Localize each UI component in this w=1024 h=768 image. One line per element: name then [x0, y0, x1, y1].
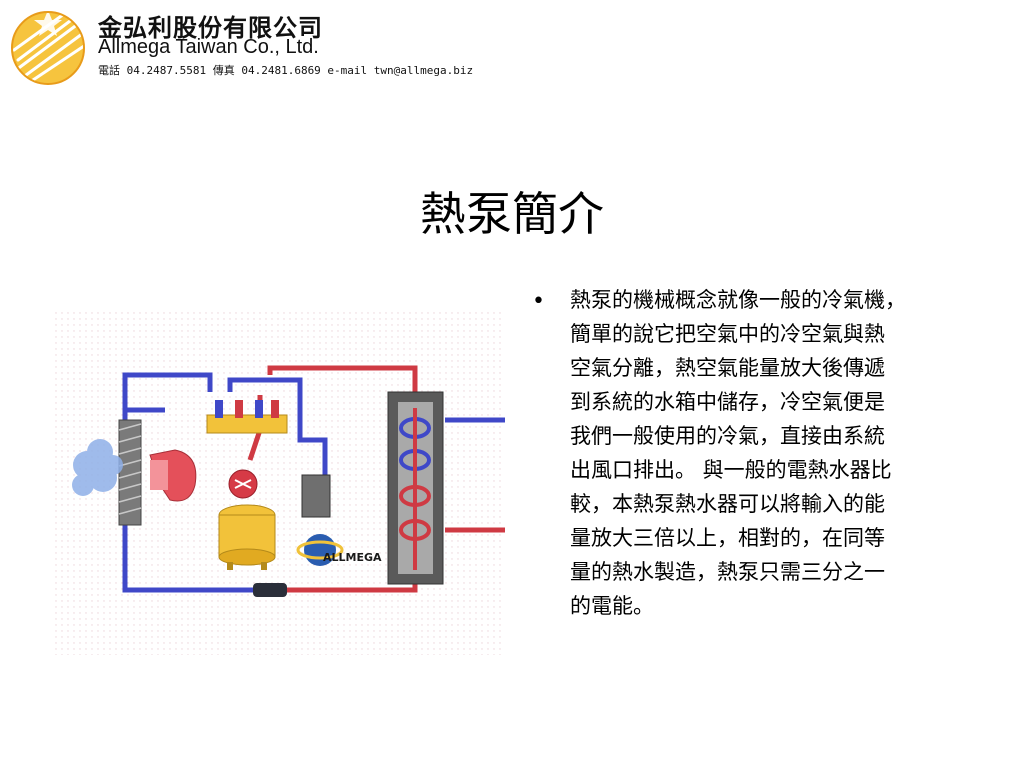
compressor	[218, 469, 276, 570]
company-contact: 電話 04.2487.5581 傳真 04.2481.6869 e-mail t…	[98, 64, 474, 77]
bullet-marker: •	[532, 289, 545, 314]
slide-title: 熱泵簡介	[420, 187, 604, 241]
svg-text:ALLMEGA: ALLMEGA	[323, 551, 382, 564]
company-logo-icon	[11, 10, 86, 85]
air-cloud	[72, 439, 123, 496]
company-name-en: Allmega Taiwan Co., Ltd.	[98, 36, 319, 58]
expansion-header	[206, 400, 288, 434]
expansion-valve	[253, 583, 287, 597]
heat-pump-diagram: ALLMEGA	[55, 310, 505, 655]
fan	[149, 449, 197, 502]
condenser	[387, 391, 444, 585]
bullet-text: 熱泵的機械概念就像一般的冷氣機， 簡單的說它把空氣中的冷空氣與熱 空氣分離，熱空…	[570, 288, 906, 618]
evaporator-coil	[118, 419, 142, 526]
receiver-tank	[301, 474, 331, 518]
company-name-zh: 金弘利股份有限公司	[98, 14, 323, 42]
diagram-logo: ALLMEGA	[296, 534, 382, 566]
